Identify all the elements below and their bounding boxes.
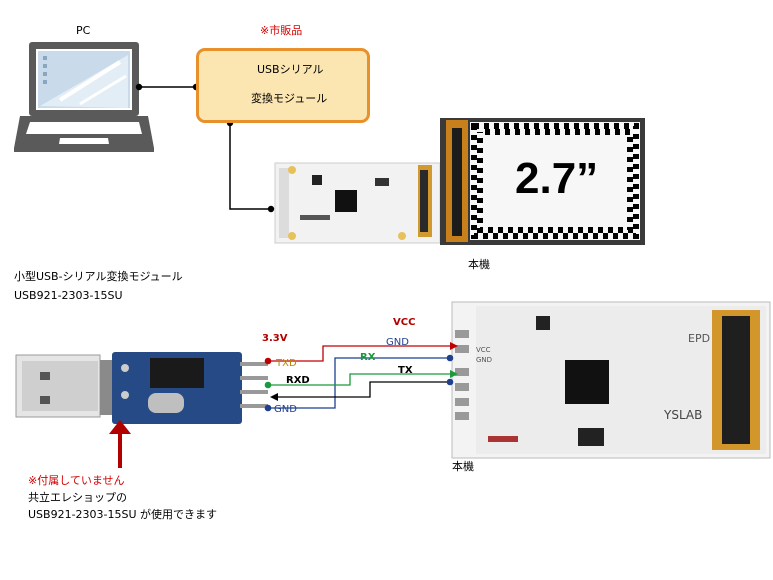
pc-to-module-connector: [135, 83, 200, 91]
wire-gnd: [264, 354, 454, 412]
small-module-part-number: USB921-2303-15SU: [14, 289, 123, 302]
wire-rx: [264, 370, 458, 389]
compatible-note: USB921-2303-15SU が使用できます: [28, 508, 218, 521]
wire-tx: [270, 378, 454, 401]
wire-vcc: [264, 342, 458, 365]
main-unit-label-top: 本機: [468, 258, 490, 271]
usb-module-line2: 変換モジュール: [251, 92, 328, 105]
laptop-icon: [14, 42, 154, 152]
usb-module-line1: USBシリアル: [257, 63, 324, 76]
wire-gnd-label: GND: [386, 337, 409, 348]
board-yslab-text: YSLAB: [664, 408, 703, 422]
pin-gnd-label: GND: [274, 404, 297, 415]
board-vcc-text: VCC: [476, 346, 491, 354]
epd-size-text: 2.7”: [515, 154, 599, 203]
wire-tx-label: TX: [398, 365, 413, 376]
pin-3v3-label: 3.3V: [262, 333, 288, 344]
main-unit-label-bottom: 本機: [452, 460, 474, 473]
pc-label: PC: [76, 24, 91, 37]
small-module-name: 小型USB-シリアル変換モジュール: [14, 270, 183, 283]
wire-rx-label: RX: [360, 352, 376, 363]
commercial-note: ※市販品: [260, 24, 303, 37]
module-to-board-connector: [226, 119, 275, 213]
usb-dongle-image: [15, 352, 268, 424]
pointer-arrow: [109, 420, 131, 468]
epd-display-image: [440, 118, 645, 245]
board-gnd-text: GND: [476, 356, 493, 364]
main-board-image: [451, 301, 771, 459]
board-epd-text: EPD: [688, 332, 711, 345]
shop-note: 共立エレショップの: [28, 491, 127, 504]
pin-txd-label: TXD: [276, 358, 297, 369]
not-included-note: ※付属していません: [28, 474, 125, 487]
top-board-image: [274, 162, 441, 244]
usb-serial-module-box: [196, 48, 370, 123]
wire-vcc-label: VCC: [393, 317, 416, 328]
pin-rxd-label: RXD: [286, 375, 310, 386]
